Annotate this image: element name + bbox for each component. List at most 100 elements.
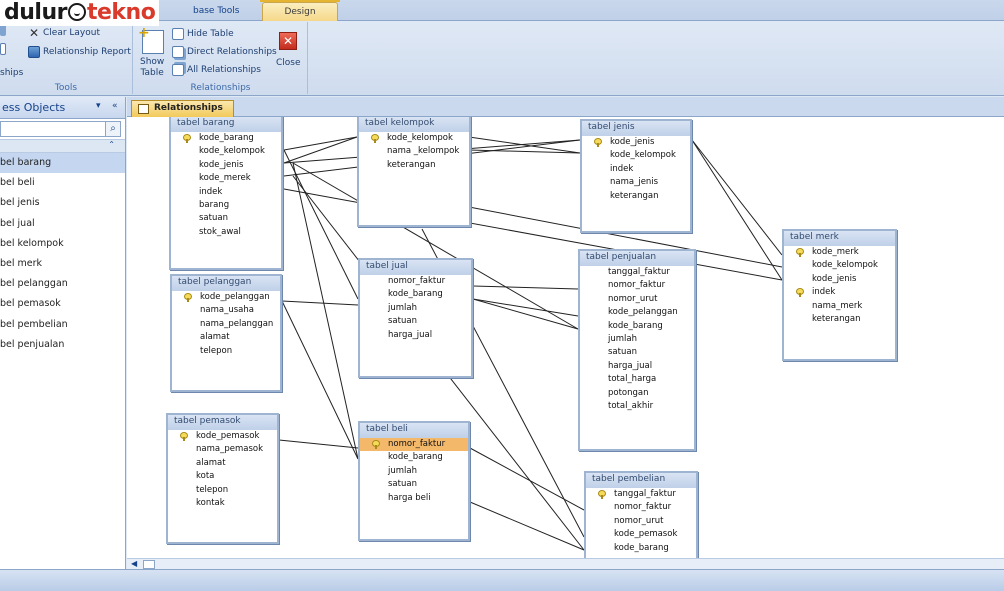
table-tabel-pelanggan[interactable]: tabel pelanggan kode_pelanggan nama_usah… [170, 274, 282, 392]
field-row-selected[interactable]: nomor_faktur [360, 438, 468, 452]
field-row[interactable]: alamat [172, 331, 280, 344]
field-row[interactable]: nama_jenis [582, 176, 690, 189]
direct-relationships-button[interactable]: Direct Relationships [172, 46, 277, 58]
field-row[interactable]: indek [784, 286, 895, 299]
field-row[interactable]: kode_barang [360, 451, 468, 464]
field-row[interactable]: jumlah [360, 302, 471, 315]
field-row[interactable]: indek [582, 163, 690, 176]
field-row[interactable]: alamat [168, 457, 277, 470]
relationship-line[interactable] [292, 162, 359, 460]
close-button[interactable]: ✕ Close [270, 22, 306, 82]
table-tabel-jenis[interactable]: tabel jenis kode_jenis kode_kelompok ind… [580, 119, 692, 233]
field-row[interactable]: potongan [580, 387, 694, 400]
nav-item-tabel-beli[interactable]: bel beli [0, 177, 35, 189]
field-row[interactable]: kode_barang [580, 320, 694, 333]
field-row[interactable]: telepon [172, 345, 280, 358]
field-row[interactable]: satuan [360, 315, 471, 328]
relationship-line[interactable] [278, 439, 359, 449]
field-row[interactable]: jumlah [360, 465, 468, 478]
field-row[interactable]: nama _kelompok [359, 145, 469, 158]
field-row[interactable]: nama_usaha [172, 304, 280, 317]
all-relationships-button[interactable]: All Relationships [172, 64, 261, 76]
relationship-line[interactable] [468, 149, 581, 154]
field-row[interactable]: kode_barang [360, 288, 471, 301]
nav-item-tabel-pemasok[interactable]: bel pemasok [0, 298, 61, 310]
field-row[interactable]: nama_pelanggan [172, 318, 280, 331]
table-title[interactable]: tabel pembelian [586, 473, 696, 488]
field-row[interactable]: satuan [360, 478, 468, 491]
field-row[interactable]: harga_jual [580, 360, 694, 373]
nav-item-tabel-penjualan[interactable]: bel penjualan [0, 338, 65, 350]
field-row[interactable]: kode_barang [171, 132, 281, 145]
table-title[interactable]: tabel merk [784, 231, 895, 246]
nav-item-tabel-pembelian[interactable]: bel pembelian [0, 318, 68, 330]
field-row[interactable]: kode_kelompok [171, 145, 281, 158]
field-row[interactable]: nomor_faktur [580, 279, 694, 292]
field-row[interactable]: tanggal_faktur [586, 488, 696, 501]
relationship-line[interactable] [469, 501, 585, 551]
relationship-line[interactable] [283, 149, 359, 300]
field-row[interactable]: kontak [168, 497, 277, 510]
relationship-report-button[interactable]: Relationship Report [28, 46, 131, 58]
horizontal-scrollbar[interactable]: ◀ [127, 558, 1004, 569]
table-title[interactable]: tabel pemasok [168, 415, 277, 430]
field-row[interactable]: nomor_urut [586, 515, 696, 528]
nav-item-tabel-barang[interactable]: bel barang [0, 153, 125, 174]
relationship-line[interactable] [283, 136, 358, 164]
nav-item-tabel-pelanggan[interactable]: bel pelanggan [0, 278, 68, 290]
table-tabel-pemasok[interactable]: tabel pemasok kode_pemasok nama_pemasok … [166, 413, 279, 544]
show-table-button[interactable]: Show Table [134, 22, 170, 82]
nav-item-tabel-jenis[interactable]: bel jenis [0, 197, 40, 209]
field-row[interactable]: satuan [580, 346, 694, 359]
field-row[interactable]: kota [168, 470, 277, 483]
field-row[interactable]: kode_merk [784, 246, 895, 259]
relationship-line[interactable] [283, 136, 358, 151]
nav-item-tabel-merk[interactable]: bel merk [0, 257, 43, 269]
nav-collapse-icon[interactable]: « [112, 101, 118, 111]
relationship-line[interactable] [281, 300, 359, 306]
field-row[interactable]: kode_kelompok [582, 149, 690, 162]
tab-design[interactable]: Design [262, 2, 338, 21]
nav-item-tabel-kelompok[interactable]: bel kelompok [0, 237, 64, 249]
table-tabel-merk[interactable]: tabel merk kode_merk kode_kelompok kode_… [782, 229, 897, 361]
field-row[interactable]: nama_pemasok [168, 443, 277, 456]
table-tabel-jual[interactable]: tabel jual nomor_faktur kode_barang juml… [358, 258, 473, 378]
tab-database-tools[interactable]: base Tools [193, 6, 240, 16]
relationship-line[interactable] [691, 139, 783, 281]
field-row[interactable]: kode_jenis [171, 159, 281, 172]
relationship-line[interactable] [691, 139, 783, 256]
field-row[interactable]: kode_pelanggan [580, 306, 694, 319]
relationship-line[interactable] [468, 206, 783, 268]
relationship-line[interactable] [292, 162, 579, 330]
table-tabel-kelompok[interactable]: tabel kelompok kode_kelompok nama _kelom… [357, 117, 471, 227]
field-row[interactable]: harga beli [360, 492, 468, 505]
field-row[interactable]: kode_barang [586, 542, 696, 555]
relationship-line[interactable] [281, 300, 359, 460]
relationship-line[interactable] [468, 136, 581, 154]
table-tabel-barang[interactable]: tabel barang kode_barang kode_kelompok k… [169, 117, 283, 270]
field-row[interactable]: kode_pelanggan [172, 291, 280, 304]
table-title[interactable]: tabel pelanggan [172, 276, 280, 291]
field-row[interactable]: satuan [171, 212, 281, 225]
field-row[interactable]: kode_kelompok [784, 259, 895, 272]
field-row[interactable]: total_akhir [580, 400, 694, 413]
table-title[interactable]: tabel kelompok [359, 117, 469, 132]
field-row[interactable]: indek [171, 186, 281, 199]
field-row[interactable]: tanggal_faktur [580, 266, 694, 279]
nav-group-header[interactable]: ⌃ [0, 139, 125, 153]
field-row[interactable]: barang [171, 199, 281, 212]
field-row[interactable]: nama_merk [784, 300, 895, 313]
table-title[interactable]: tabel penjualan [580, 251, 694, 266]
table-tabel-penjualan[interactable]: tabel penjualan tanggal_faktur nomor_fak… [578, 249, 696, 451]
tab-relationships[interactable]: Relationships [131, 100, 234, 117]
relationships-canvas[interactable]: tabel barang kode_barang kode_kelompok k… [127, 117, 1004, 558]
field-row[interactable]: kode_pemasok [168, 430, 277, 443]
scroll-left-icon[interactable]: ◀ [131, 559, 138, 568]
table-title[interactable]: tabel jual [360, 260, 471, 275]
scrollbar-thumb[interactable] [143, 560, 155, 569]
field-row[interactable]: stok_awal [171, 226, 281, 239]
field-row[interactable]: nomor_faktur [360, 275, 471, 288]
relationship-line[interactable] [472, 298, 579, 317]
field-row[interactable]: telepon [168, 484, 277, 497]
field-row[interactable]: nomor_urut [580, 293, 694, 306]
